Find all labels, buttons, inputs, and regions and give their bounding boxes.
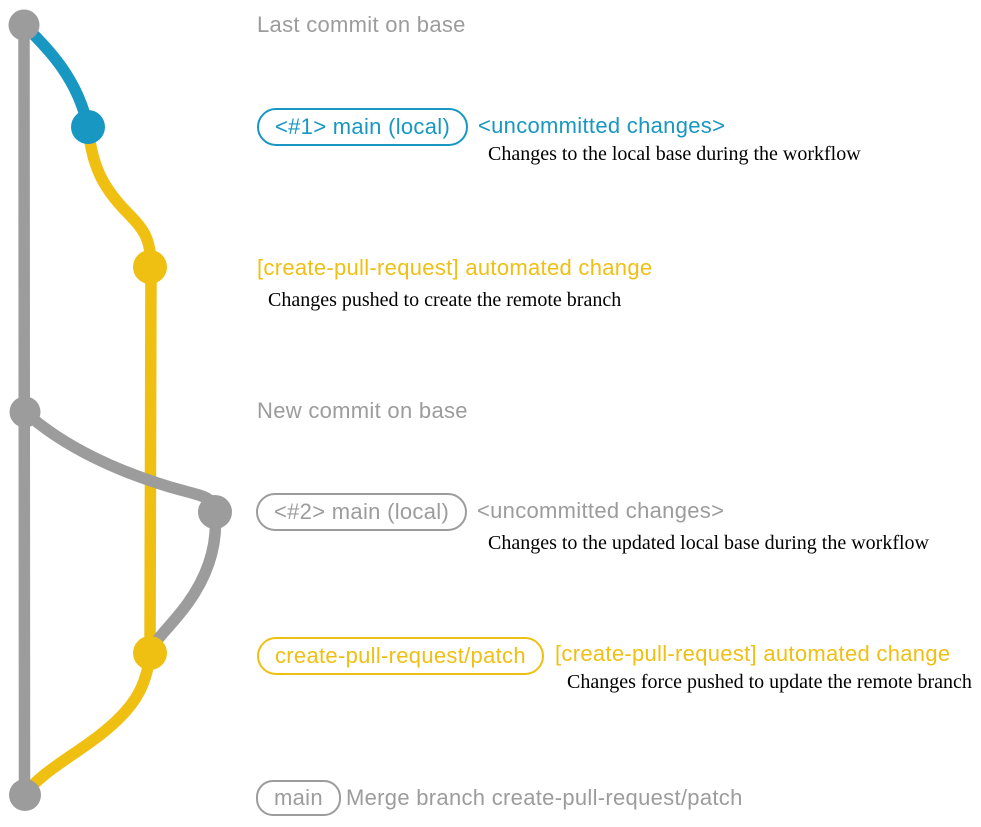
label-automated-change-1: [create-pull-request] automated change xyxy=(257,255,653,280)
commit-dot-main-local-1 xyxy=(71,110,105,144)
local-branch-line-1 xyxy=(18,19,94,133)
branch-badge-main: main xyxy=(256,780,341,816)
commit-dot-automated-change-2 xyxy=(133,636,167,670)
local-branch-line-2 xyxy=(19,406,222,659)
branch-badge-main-local-1: <#1> main (local) xyxy=(257,108,469,146)
desc-automated-change-2: Changes force pushed to update the remot… xyxy=(567,671,972,693)
desc-automated-change-1: Changes pushed to create the remote bran… xyxy=(268,289,622,311)
remote-branch-line xyxy=(19,121,157,800)
commit-dot-merge xyxy=(9,779,41,811)
branch-badge-patch: create-pull-request/patch xyxy=(257,637,544,675)
label-last-commit-on-base: Last commit on base xyxy=(257,12,466,37)
label-uncommitted-changes-1: <uncommitted changes> xyxy=(478,113,726,138)
desc-uncommitted-changes-2: Changes to the updated local base during… xyxy=(488,532,929,554)
label-new-commit-on-base: New commit on base xyxy=(257,398,468,423)
commit-dot-main-local-2 xyxy=(198,495,232,529)
commit-dot-automated-change-1 xyxy=(133,250,167,284)
desc-uncommitted-changes-1: Changes to the local base during the wor… xyxy=(488,143,861,165)
branch-badge-main-local-2: <#2> main (local) xyxy=(256,493,468,531)
label-merge-branch: Merge branch create-pull-request/patch xyxy=(346,785,743,810)
base-branch-line xyxy=(18,19,31,801)
label-automated-change-2: [create-pull-request] automated change xyxy=(555,641,951,666)
commit-dot-last-base xyxy=(8,9,40,41)
label-uncommitted-changes-2: <uncommitted changes> xyxy=(477,498,725,523)
commit-dot-new-base xyxy=(9,396,41,428)
